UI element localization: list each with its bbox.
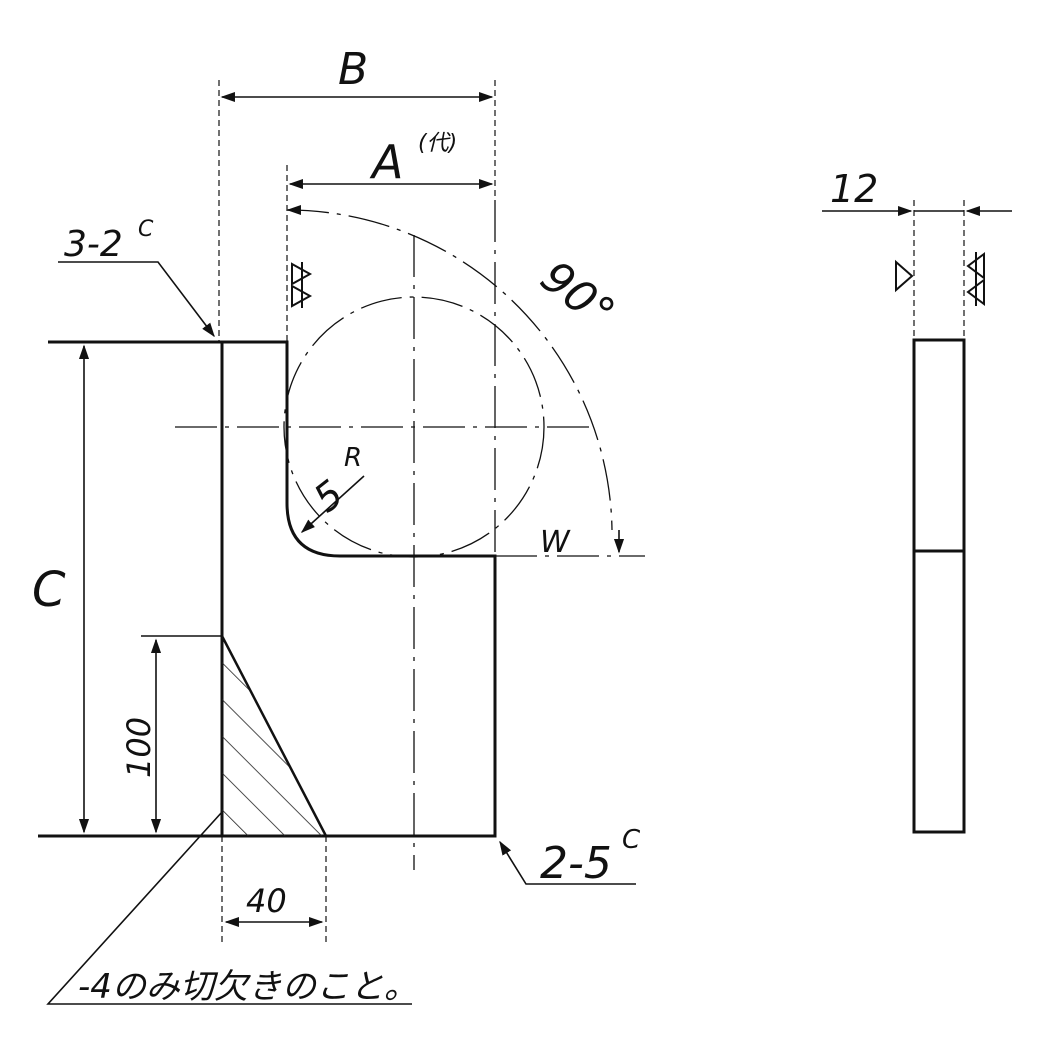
extension-lines (218, 80, 496, 942)
dimension-100: 100 (120, 638, 162, 834)
bottom-chamfer-label: 2-5 (540, 838, 612, 889)
dimension-12: 12 (822, 167, 1012, 217)
cutout-note-text: -4のみ切欠きのこと。 (78, 967, 418, 1007)
hatched-cutout (141, 635, 328, 837)
side-fillet-weld-icon (895, 259, 914, 293)
dimension-c: C (32, 344, 90, 834)
dimension-b: B (220, 44, 494, 103)
fillet-weld-icon (291, 262, 313, 308)
top-chamfer-label: 3-2 (64, 224, 123, 265)
top-chamfer-sup: C (138, 217, 154, 242)
dimension-a: A (代) (288, 131, 494, 190)
w-label: W (540, 525, 571, 560)
dimension-40: 40 (224, 882, 324, 928)
side-view-plate (912, 338, 966, 834)
bottom-chamfer-callout: 2-5 C (499, 825, 641, 889)
dimension-a-label: A (369, 135, 403, 189)
dimension-100-label: 100 (120, 717, 158, 778)
dimension-c-label: C (32, 562, 66, 618)
dimension-12-label: 12 (830, 167, 878, 211)
side-double-fillet-weld-icon (966, 252, 985, 306)
dimension-a-suffix: (代) (418, 131, 457, 156)
cutout-note: -4のみ切欠きのこと。 (46, 811, 418, 1007)
radius-dimension: 5 R (300, 443, 365, 533)
radius-unit: R (344, 443, 362, 473)
radius-label: 5 (305, 471, 351, 521)
dimension-b-label: B (338, 44, 368, 95)
front-view: B A (代) C 90° W 5 R 100 (32, 44, 645, 1007)
part-outline (38, 340, 497, 838)
dimension-40-label: 40 (246, 882, 287, 920)
bottom-chamfer-sup: C (622, 825, 641, 855)
top-chamfer-callout: 3-2 C (58, 217, 215, 338)
side-view: 12 (822, 167, 1012, 834)
center-lines (175, 200, 645, 870)
angle-label: 90° (531, 251, 624, 339)
